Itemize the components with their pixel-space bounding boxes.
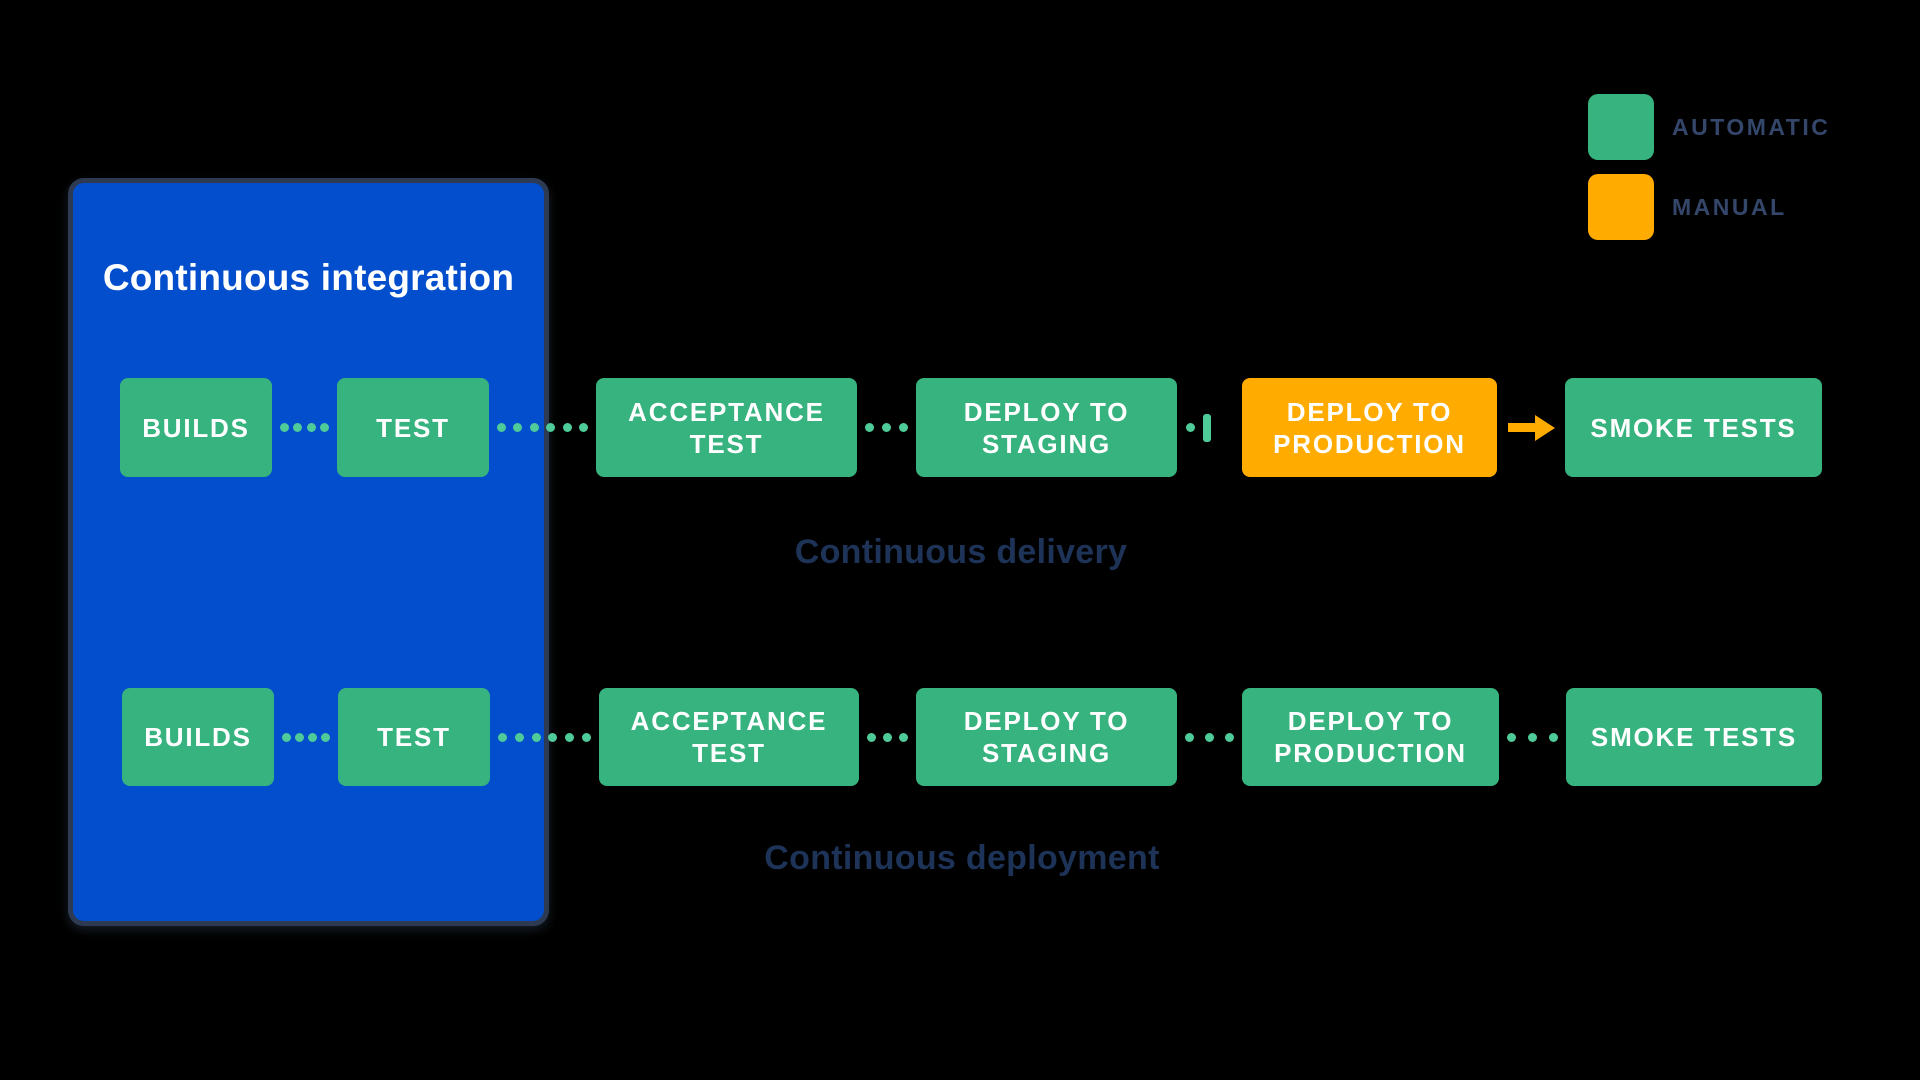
dotted-connector — [865, 423, 908, 432]
connector-dot — [1186, 423, 1195, 432]
connector-dot — [1225, 732, 1234, 742]
stage-label: BUILDS — [142, 412, 250, 443]
continuous-integration-box: Continuous integration — [68, 178, 549, 926]
stage-smoke-tests: SMOKE TESTS — [1565, 378, 1822, 477]
connector-dot — [306, 423, 316, 432]
stage-label: PRODUCTION — [1274, 738, 1467, 768]
connector-dot — [498, 732, 507, 742]
connector-dot — [321, 732, 330, 742]
legend: AUTOMATIC MANUAL — [1588, 94, 1830, 240]
connector-dot — [546, 423, 556, 432]
dotted-connector — [1507, 732, 1558, 742]
gate-bar-icon — [1203, 413, 1211, 442]
dotted-connector — [282, 732, 330, 742]
connector-dot — [899, 732, 908, 742]
dotted-connector — [280, 423, 329, 432]
connector-dot — [308, 732, 317, 742]
legend-item-manual: MANUAL — [1588, 174, 1830, 240]
legend-label-manual: MANUAL — [1672, 193, 1787, 220]
stage-label: SMOKE TESTS — [1590, 412, 1797, 443]
connector-dot — [899, 423, 908, 432]
stage-label: DEPLOY TO — [963, 396, 1130, 427]
connector-dot — [514, 732, 524, 742]
stage-label: TEST — [376, 412, 450, 443]
stage-builds: BUILDS — [120, 378, 272, 477]
connector-dot — [578, 423, 588, 432]
connector-dot — [1528, 732, 1537, 742]
stage-test: TEST — [338, 688, 490, 786]
dotted-connector — [867, 732, 908, 742]
stage-label: TEST — [689, 428, 764, 459]
stage-label: DEPLOY TO — [1287, 706, 1454, 736]
connector-dot — [1549, 732, 1558, 742]
connector-dot — [883, 732, 892, 742]
connector-dot — [513, 423, 523, 432]
stage-label: DEPLOY TO — [963, 706, 1130, 736]
stage-label: BUILDS — [144, 722, 252, 752]
connector-dot — [531, 732, 541, 742]
connector-dot — [295, 732, 304, 742]
connector-dot — [282, 732, 291, 742]
stage-smoke-tests: SMOKE TESTS — [1566, 688, 1822, 786]
connector-dot — [1185, 732, 1194, 742]
connector-dot — [562, 423, 572, 432]
manual-arrow-connector — [1508, 414, 1555, 441]
stage-label: TEST — [377, 722, 451, 752]
connector-dot — [882, 423, 891, 432]
connector-dot — [865, 423, 874, 432]
stage-label: DEPLOY TO — [1286, 396, 1453, 427]
stage-label: ACCEPTANCE — [630, 706, 828, 736]
continuous-integration-title: Continuous integration — [102, 257, 515, 298]
connector-dot — [1507, 732, 1516, 742]
stage-label: TEST — [692, 738, 766, 768]
stage-builds: BUILDS — [122, 688, 274, 786]
connector-dot — [867, 732, 876, 742]
connector-dot — [529, 423, 539, 432]
connector-dot — [565, 732, 575, 742]
stage-label: ACCEPTANCE — [628, 396, 825, 427]
continuous-delivery-label: Continuous delivery — [794, 533, 1128, 571]
connector-dot — [581, 732, 591, 742]
connector-dot — [280, 423, 289, 432]
dotted-connector — [497, 423, 588, 432]
stage-label: PRODUCTION — [1273, 428, 1466, 459]
connector-dot — [548, 732, 558, 742]
manual-swatch-icon — [1588, 174, 1654, 240]
connector-dot — [293, 423, 303, 432]
automatic-swatch-icon — [1588, 94, 1654, 160]
legend-item-automatic: AUTOMATIC — [1588, 94, 1830, 160]
manual-gate-connector — [1186, 413, 1211, 442]
connector-dot — [497, 423, 506, 432]
arrow-head-icon — [1535, 414, 1555, 441]
stage-label: SMOKE TESTS — [1590, 722, 1798, 752]
connector-dot — [319, 423, 329, 432]
stage-test: TEST — [337, 378, 489, 477]
legend-label-automatic: AUTOMATIC — [1672, 113, 1831, 140]
stage-label: STAGING — [981, 428, 1112, 459]
dotted-connector — [498, 732, 591, 742]
stage-label: STAGING — [981, 738, 1112, 768]
arrow-shaft — [1508, 423, 1536, 432]
dotted-connector — [1185, 732, 1234, 742]
continuous-deployment-label: Continuous deployment — [764, 839, 1160, 877]
connector-dot — [1205, 732, 1214, 742]
